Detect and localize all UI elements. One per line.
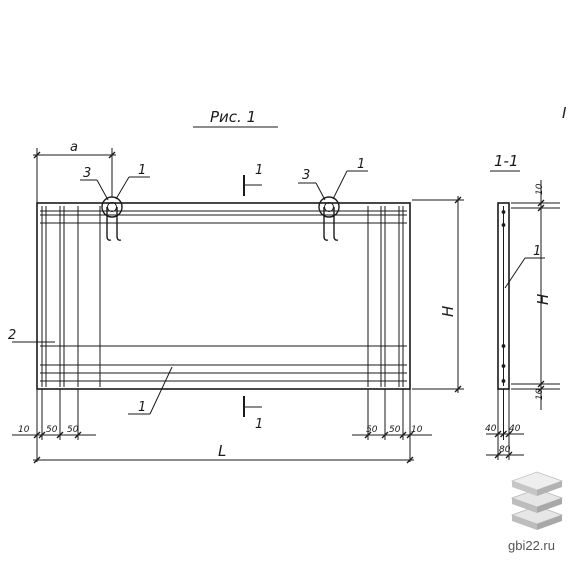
section-dim-total: 80	[499, 445, 511, 455]
svg-text:1: 1	[255, 417, 263, 432]
section-callout: 1	[533, 244, 541, 259]
dim-H-label: H	[439, 306, 457, 317]
svg-text:2: 2	[8, 328, 16, 343]
spacing-dimensions: 10 50 50 50 50 10	[12, 389, 432, 462]
callout-2: 2	[8, 328, 55, 343]
svg-text:50: 50	[366, 425, 378, 435]
callout-1-left-top: 1	[115, 163, 150, 200]
svg-text:1: 1	[138, 400, 146, 415]
section-title: 1-1	[494, 152, 519, 170]
svg-text:50: 50	[389, 425, 401, 435]
section-dim-H: H	[534, 294, 552, 305]
section-dim-top: 10	[535, 183, 545, 195]
svg-text:10: 10	[18, 425, 30, 435]
section-dim-w2: 40	[509, 424, 521, 434]
callout-1-section-bottom: 1	[243, 396, 263, 432]
dimension-H-front: H	[412, 196, 464, 393]
callout-3-left: 3	[80, 166, 109, 201]
section-view: 1-1 1 H 10 10	[485, 152, 560, 460]
callout-1-right-top: 1	[332, 157, 368, 200]
svg-text:50: 50	[46, 425, 58, 435]
svg-text:1: 1	[255, 163, 263, 178]
dim-a-label: a	[70, 140, 78, 155]
dim-L-label: L	[218, 442, 226, 460]
panel-outline	[36, 202, 411, 390]
svg-text:1: 1	[357, 157, 365, 172]
svg-text:1: 1	[138, 163, 146, 178]
callout-1-bottom: 1	[128, 366, 173, 415]
svg-text:3: 3	[83, 166, 91, 181]
figure-title: Рис. 1	[210, 108, 256, 126]
corner-mark: I	[562, 104, 567, 122]
section-dim-w1: 40	[485, 424, 497, 434]
watermark-text: gbi22.ru	[508, 538, 555, 553]
callout-3-right: 3	[298, 168, 326, 201]
section-dim-bottom: 10	[535, 388, 545, 400]
svg-text:3: 3	[302, 168, 310, 183]
svg-text:50: 50	[67, 425, 79, 435]
svg-text:10: 10	[411, 425, 423, 435]
callout-1-section-top: 1	[243, 163, 263, 196]
dimension-a: a	[33, 140, 116, 203]
dimension-L: L	[33, 442, 414, 464]
panel-front-view	[36, 196, 411, 390]
lifting-loop-right	[318, 196, 340, 241]
stacked-slabs-logo-icon	[510, 471, 564, 530]
